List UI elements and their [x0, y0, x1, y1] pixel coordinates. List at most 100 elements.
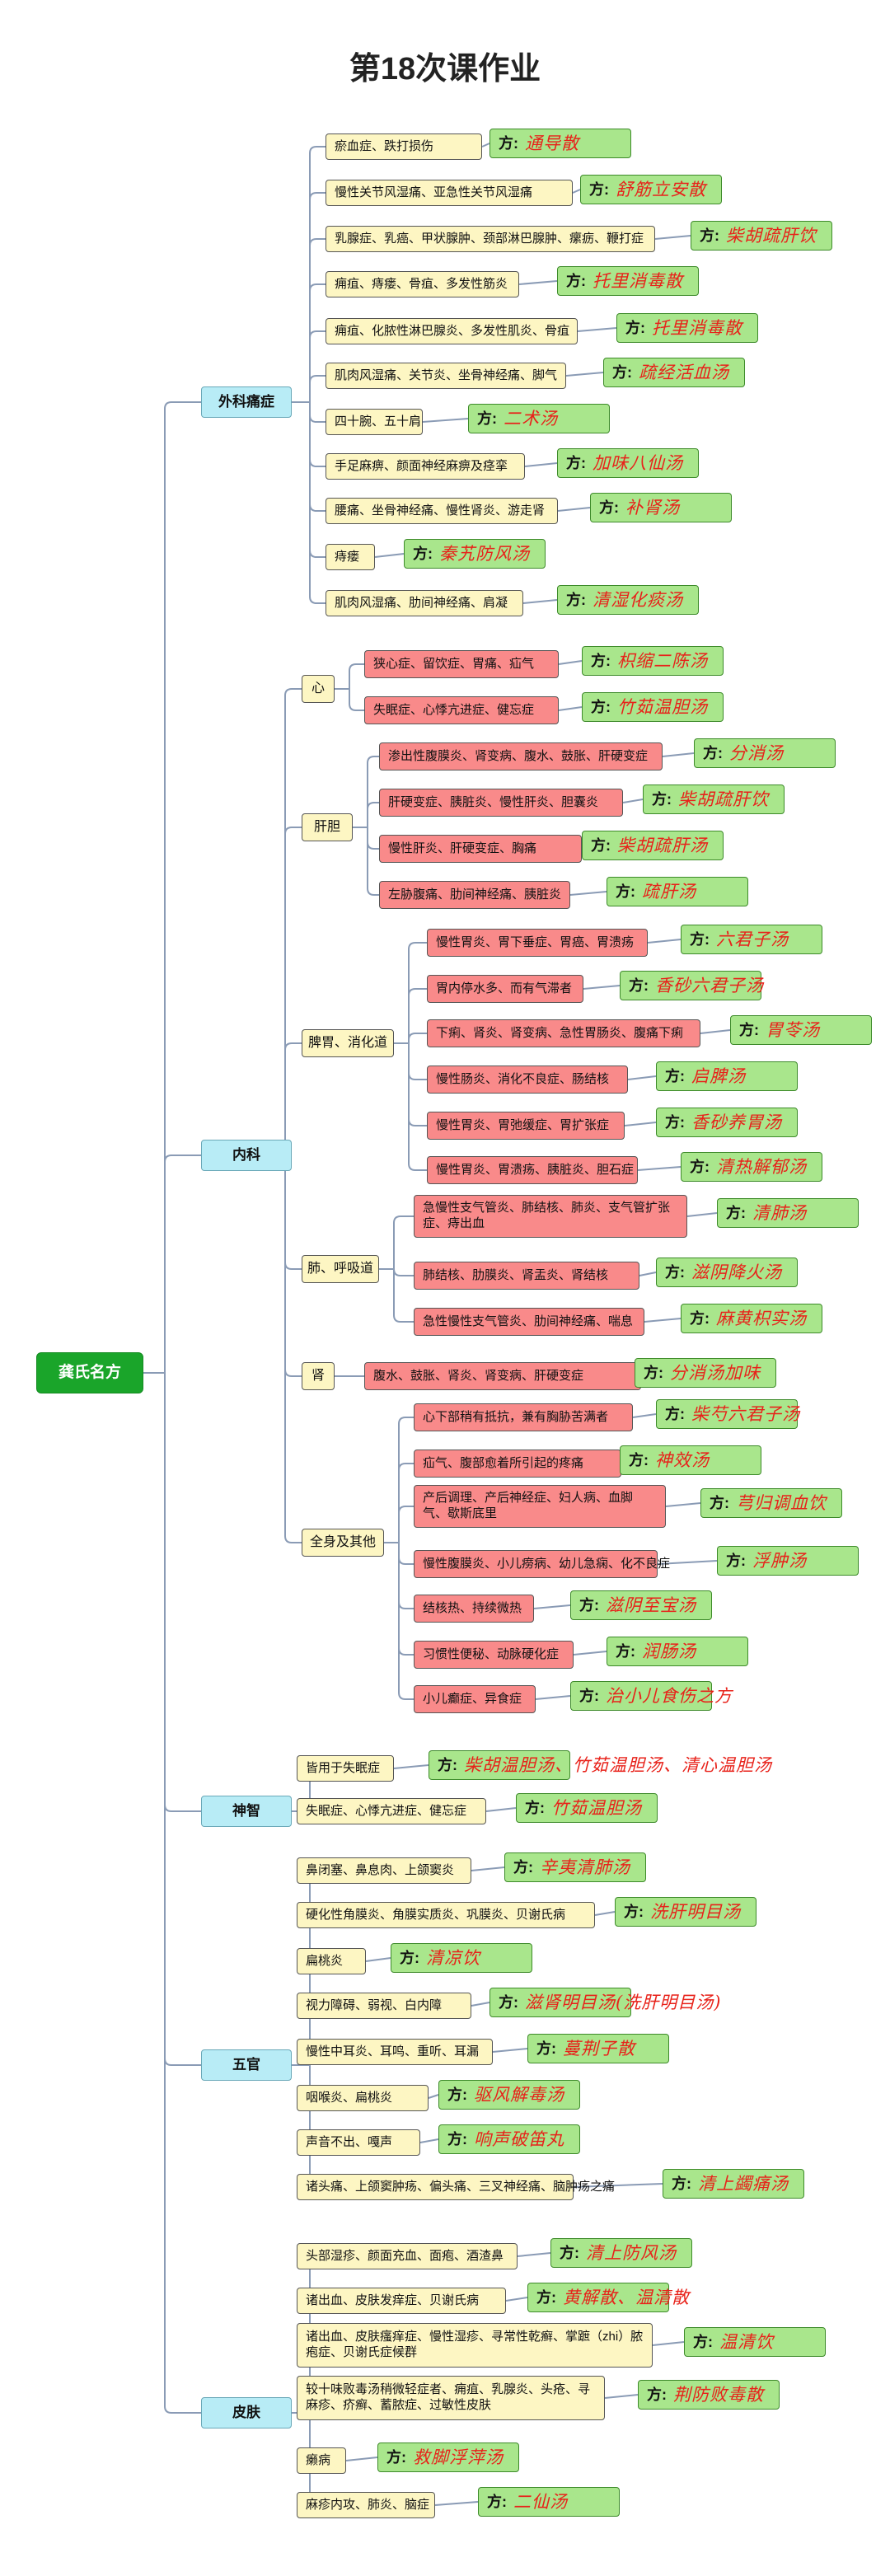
condition-node: 癞病	[297, 2447, 346, 2474]
prescription-node: 方:胃苓汤	[730, 1015, 872, 1045]
subgroup-node: 全身及其他	[302, 1529, 384, 1557]
prescription-handwriting: 清凉饮	[426, 1947, 480, 1968]
prescription-prefix: 方:	[525, 1799, 545, 1816]
prescription-node: 方:分消汤加味	[635, 1358, 776, 1388]
category-node: 五官	[201, 2049, 292, 2081]
prescription-node: 方:二术汤	[468, 404, 610, 433]
condition-node: 瘀血症、跌打损伤	[326, 133, 482, 160]
prescription-prefix: 方:	[690, 1309, 710, 1327]
prescription-prefix: 方:	[672, 2175, 691, 2192]
prescription-prefix: 方:	[447, 2086, 467, 2103]
prescription-prefix: 方:	[652, 790, 672, 808]
prescription-handwriting: 温清饮	[719, 2331, 774, 2352]
prescription-handwriting-extra: 、竹茹温胆汤、清心温胆汤	[555, 1754, 772, 1775]
prescription-handwriting: 救脚浮萍汤	[413, 2447, 504, 2467]
prescription-handwriting: 竹茹温胆汤	[617, 696, 708, 717]
prescription-node: 方:神效汤	[620, 1445, 761, 1475]
prescription-node: 方:秦艽防风汤	[404, 539, 546, 569]
prescription-prefix: 方:	[665, 1067, 685, 1084]
prescription-handwriting: 分消汤	[729, 742, 784, 763]
prescription-node: 方:荆防败毒散	[638, 2380, 780, 2410]
prescription-handwriting: 启脾汤	[691, 1066, 746, 1086]
condition-node: 肌肉风湿痛、关节炎、坐骨神经痛、脚气	[326, 363, 566, 389]
condition-node: 慢性肠炎、消化不良症、肠结核	[427, 1066, 628, 1094]
prescription-prefix: 方:	[413, 545, 433, 562]
page-title: 第18次课作业	[349, 52, 541, 87]
prescription-prefix: 方:	[665, 1263, 685, 1281]
prescription-node: 方: 清凉饮	[391, 1943, 532, 1973]
condition-node: 腹水、鼓胀、肾炎、肾变病、肝硬变症	[364, 1362, 641, 1390]
condition-node: 慢性关节风湿痛、亚急性关节风湿痛	[326, 180, 573, 206]
prescription-prefix: 方:	[499, 1993, 518, 2011]
subgroup-node: 肺、呼吸道	[302, 1255, 379, 1283]
prescription-handwriting: 香砂养胃汤	[691, 1112, 782, 1132]
prescription-node: 方:治小儿食伤之方	[570, 1681, 732, 1711]
prescription-node: 方:枳缩二陈汤	[582, 646, 724, 676]
prescription-prefix: 方:	[726, 1204, 746, 1221]
prescription-handwriting: 清湿化痰汤	[593, 589, 683, 610]
prescription-node: 方:补肾汤	[590, 493, 732, 522]
prescription-node: 方:加味八仙汤	[557, 448, 699, 478]
condition-node: 声音不出、嘎声	[297, 2129, 420, 2156]
prescription-prefix: 方:	[644, 1364, 663, 1381]
prescription-prefix: 方:	[589, 180, 609, 198]
condition-node: 肺结核、肋膜炎、肾盂炎、肾结核	[414, 1262, 639, 1290]
prescription-node: 方:黄解散、温清散	[527, 2283, 689, 2312]
prescription-handwriting: 托里消毒散	[593, 270, 683, 291]
prescription-node: 方:柴芍六君子汤	[656, 1399, 800, 1429]
condition-node: 麻疹内攻、肺炎、脑症	[297, 2492, 435, 2518]
prescription-handwriting: 二术汤	[504, 408, 558, 429]
prescription-prefix: 方:	[624, 1903, 644, 1920]
prescription-prefix: 方:	[591, 698, 611, 715]
prescription-node: 方:滋肾明目汤(洗肝明目汤)	[490, 1988, 720, 2017]
subgroup-node: 脾胃、消化道	[302, 1029, 394, 1057]
condition-node: 诸出血、皮肤瘙痒症、慢性湿疹、寻常性乾癣、掌蹠（zhi）脓疱症、贝谢氏症候群	[297, 2323, 653, 2368]
condition-node: 急性慢性支气管炎、肋间神经痛、喘息	[414, 1308, 644, 1336]
subgroup-node: 心	[302, 675, 335, 703]
prescription-handwriting: 黄解散、温清散	[563, 2287, 690, 2307]
prescription-handwriting: 滋阴降火汤	[691, 1262, 782, 1282]
condition-node: 咽喉炎、扁桃炎	[297, 2085, 429, 2111]
prescription-handwriting: 柴胡温胆汤	[464, 1754, 555, 1775]
prescription-handwriting: 托里消毒散	[652, 317, 742, 338]
prescription-handwriting: 加味八仙汤	[593, 452, 683, 473]
prescription-prefix: 方:	[625, 319, 645, 336]
prescription-prefix: 方:	[536, 2040, 556, 2057]
prescription-handwriting: 洗肝明目汤	[650, 1901, 741, 1922]
root-node: 龚氏名方	[36, 1352, 143, 1393]
condition-node: 皆用于失眠症	[297, 1755, 394, 1782]
prescription-node: 方:托里消毒散	[557, 266, 699, 296]
prescription-handwriting: 驱风解毒汤	[474, 2084, 564, 2105]
prescription-prefix: 方:	[710, 1494, 729, 1511]
prescription-node: 方:香砂六君子汤	[620, 971, 763, 1000]
prescription-node: 方:六君子汤	[681, 925, 822, 954]
prescription-prefix: 方:	[647, 2386, 667, 2403]
prescription-node: 方:通导散	[490, 129, 631, 158]
prescription-prefix: 方:	[616, 1642, 635, 1660]
prescription-handwriting: 二仙汤	[513, 2491, 568, 2512]
category-node: 神智	[201, 1796, 292, 1827]
condition-node: 慢性胃炎、胃溃疡、胰脏炎、胆石症	[427, 1156, 638, 1184]
condition-node: 疝气、腹部愈着所引起的疼痛	[414, 1450, 621, 1478]
prescription-handwriting: 舒筋立安散	[616, 179, 706, 199]
prescription-handwriting: 清上防风汤	[586, 2242, 677, 2263]
subgroup-node: 肝胆	[302, 813, 353, 841]
prescription-prefix: 方:	[629, 1451, 649, 1468]
prescription-prefix: 方:	[690, 1158, 710, 1175]
prescription-handwriting: 辛夷清肺汤	[540, 1857, 630, 1877]
prescription-node: 方: 分消汤	[694, 738, 836, 768]
prescription-prefix: 方:	[579, 1596, 599, 1614]
prescription-handwriting: 蔓荆子散	[563, 2038, 635, 2058]
condition-node: 诸出血、皮肤发痒症、贝谢氏病	[297, 2288, 506, 2314]
condition-node: 扁桃炎	[297, 1948, 366, 1974]
prescription-handwriting: 柴芍六君子汤	[691, 1403, 800, 1424]
prescription-prefix: 方:	[703, 744, 723, 761]
prescription-handwriting: 竹茹温胆汤	[551, 1797, 642, 1818]
subgroup-node: 肾	[302, 1362, 335, 1390]
prescription-handwriting: 疏肝汤	[642, 881, 696, 902]
prescription-prefix: 方:	[400, 1949, 419, 1966]
prescription-prefix: 方:	[616, 883, 635, 900]
prescription-handwriting: 枳缩二陈汤	[617, 650, 708, 671]
prescription-prefix: 方:	[560, 2244, 579, 2261]
